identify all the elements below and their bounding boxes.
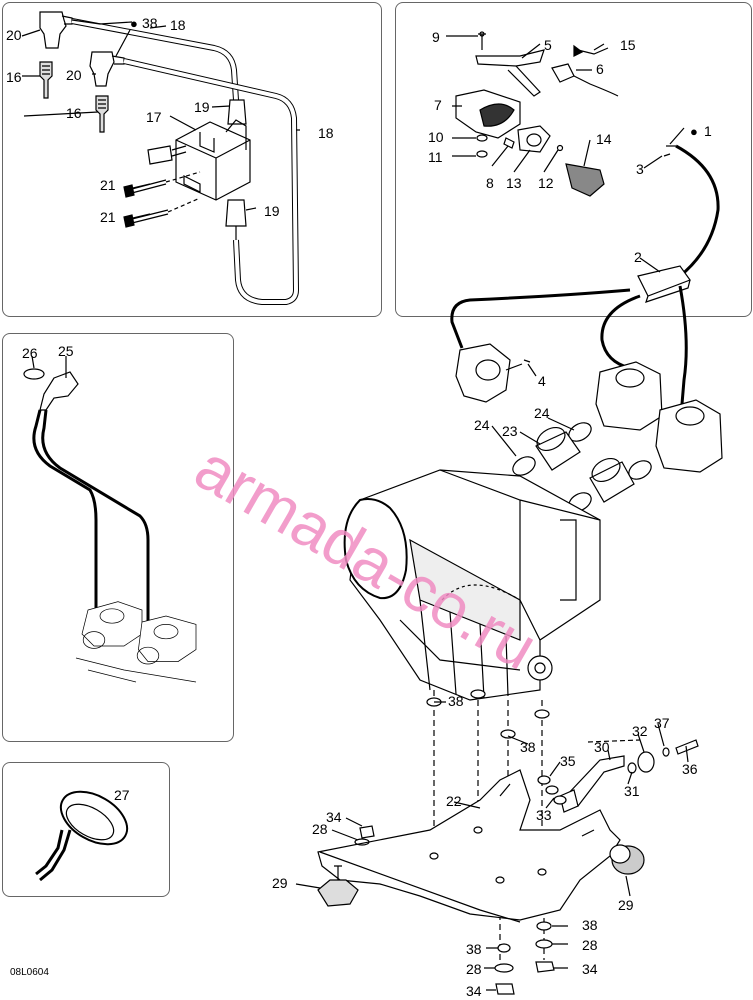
- callout-34: 34: [326, 809, 342, 825]
- callout-27: 27: [114, 787, 130, 803]
- callout-25: 25: [58, 343, 74, 359]
- oil-drop-icon: ●: [690, 124, 698, 139]
- callout-34: 34: [582, 961, 598, 977]
- callout-15: 15: [620, 37, 636, 53]
- callout-28: 28: [312, 821, 328, 837]
- callout-11: 11: [428, 149, 443, 165]
- callout-19: 19: [264, 203, 280, 219]
- callout-9: 9: [432, 29, 440, 45]
- callout-32: 32: [632, 723, 648, 739]
- callout-28: 28: [466, 961, 482, 977]
- oil-drop-icon: ●: [130, 16, 138, 31]
- callout-36: 36: [682, 761, 698, 777]
- callout-28: 28: [582, 937, 598, 953]
- callout-21: 21: [100, 177, 116, 193]
- callout-24: 24: [534, 405, 550, 421]
- callout-33: 33: [536, 807, 552, 823]
- callout-38: 38: [142, 15, 158, 31]
- callout-20: 20: [6, 27, 22, 43]
- callout-6: 6: [596, 61, 604, 77]
- callout-35: 35: [560, 753, 576, 769]
- callout-1: 1: [704, 123, 712, 139]
- callout-29: 29: [272, 875, 288, 891]
- callout-37: 37: [654, 715, 670, 731]
- callout-38: 38: [466, 941, 482, 957]
- callout-10: 10: [428, 129, 444, 145]
- callout-38: 38: [448, 693, 464, 709]
- diagram-code: 08L0604: [10, 967, 49, 978]
- callout-13: 13: [506, 175, 522, 191]
- callout-5: 5: [544, 37, 552, 53]
- callout-14: 14: [596, 131, 612, 147]
- callout-30: 30: [594, 739, 610, 755]
- callout-4: 4: [538, 373, 546, 389]
- callout-31: 31: [624, 783, 640, 799]
- callout-38: 38: [582, 917, 598, 933]
- callout-24: 24: [474, 417, 490, 433]
- callout-8: 8: [486, 175, 494, 191]
- callout-18: 18: [318, 125, 334, 141]
- callout-18: 18: [170, 17, 186, 33]
- panel-oil-pump-cable: [2, 333, 234, 742]
- callout-29: 29: [618, 897, 634, 913]
- callout-21: 21: [100, 209, 116, 225]
- callout-16: 16: [66, 105, 82, 121]
- callout-26: 26: [22, 345, 38, 361]
- callout-34: 34: [466, 983, 482, 999]
- callout-20: 20: [66, 67, 82, 83]
- callout-19: 19: [194, 99, 210, 115]
- callout-3: 3: [636, 161, 644, 177]
- callout-23: 23: [502, 423, 518, 439]
- callout-17: 17: [146, 109, 162, 125]
- callout-22: 22: [446, 793, 462, 809]
- callout-16: 16: [6, 69, 22, 85]
- callout-38: 38: [520, 739, 536, 755]
- callout-7: 7: [434, 97, 442, 113]
- callout-12: 12: [538, 175, 554, 191]
- callout-2: 2: [634, 249, 642, 265]
